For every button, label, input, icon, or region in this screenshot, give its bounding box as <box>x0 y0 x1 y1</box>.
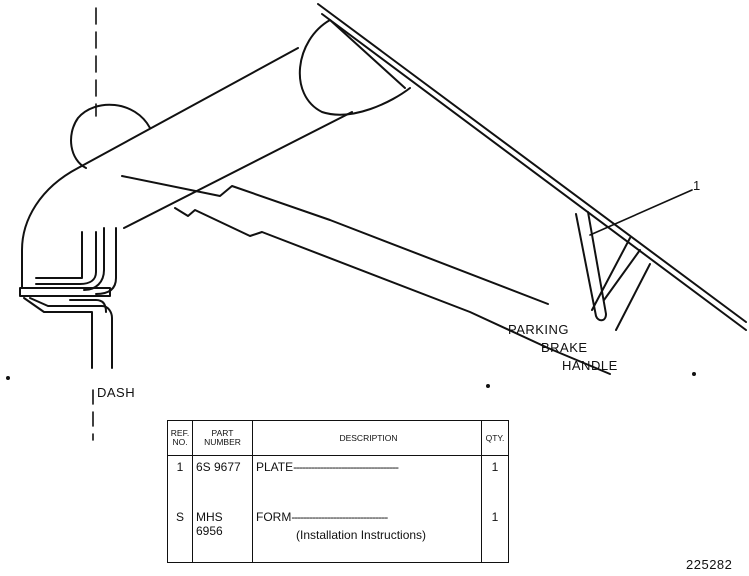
duct-lower-edge <box>123 111 353 229</box>
header-qty: QTY. <box>481 420 509 456</box>
upper-frame-inner <box>321 13 747 331</box>
table-row: 1 6S 9677 PLATE-------------------------… <box>167 455 509 500</box>
qty-cell: 1 <box>481 455 509 500</box>
description-note: (Installation Instructions) <box>296 528 427 542</box>
part-number-cell: 6S 9677 <box>192 455 253 500</box>
callout-number-1: 1 <box>693 178 701 193</box>
part-number-cell: MHS 6956 <box>192 500 253 563</box>
duct-top-edge <box>329 19 406 89</box>
table-row: S MHS 6956 FORM-------------------------… <box>167 500 509 563</box>
dash-label: DASH <box>97 385 136 400</box>
ref-cell: 1 <box>167 455 193 500</box>
duct-end-cap <box>70 103 151 169</box>
description-leader: -------------------------------- <box>291 510 388 524</box>
dash-lower-frame <box>121 175 549 305</box>
upper-frame-outer <box>317 3 747 323</box>
dash-lower-frame-2 <box>174 207 611 375</box>
duct-upper-edge <box>21 47 299 289</box>
brake-bracket-2 <box>603 249 641 301</box>
description-leader: ----------------------------------- <box>293 460 399 474</box>
bracket-upper-2 <box>35 231 97 285</box>
bracket-upper-1 <box>35 231 83 279</box>
parking-label-line2: BRAKE <box>541 340 588 355</box>
parking-label-line3: HANDLE <box>562 358 618 373</box>
bracket-lower-2 <box>29 297 113 369</box>
header-description: DESCRIPTION <box>252 420 482 456</box>
speck-1 <box>6 376 10 380</box>
description-text: FORM <box>256 510 292 524</box>
description-text: PLATE <box>256 460 294 474</box>
figure-number: 225282 <box>686 557 733 572</box>
parking-label-line1: PARKING <box>508 322 570 337</box>
bracket-lower <box>23 297 93 369</box>
duct-mouth <box>298 19 411 116</box>
speck-2 <box>486 384 490 388</box>
bracket-upper-3 <box>83 227 105 291</box>
bracket-upper-4 <box>95 227 117 295</box>
speck-3 <box>692 372 696 376</box>
description-cell: FORM-------------------------------- (In… <box>252 500 482 563</box>
description-cell: PLATE----------------------------------- <box>252 455 482 500</box>
qty-cell: 1 <box>481 500 509 563</box>
brake-handle-shaft <box>575 211 607 322</box>
ref-cell: S <box>167 500 193 563</box>
header-ref-no: REF.NO. <box>167 420 193 456</box>
brake-bracket-3 <box>615 263 651 331</box>
brake-bracket-1 <box>591 237 631 311</box>
callout-leader <box>589 189 693 236</box>
bracket-lower-3 <box>69 299 107 313</box>
plate-flange <box>19 287 111 297</box>
